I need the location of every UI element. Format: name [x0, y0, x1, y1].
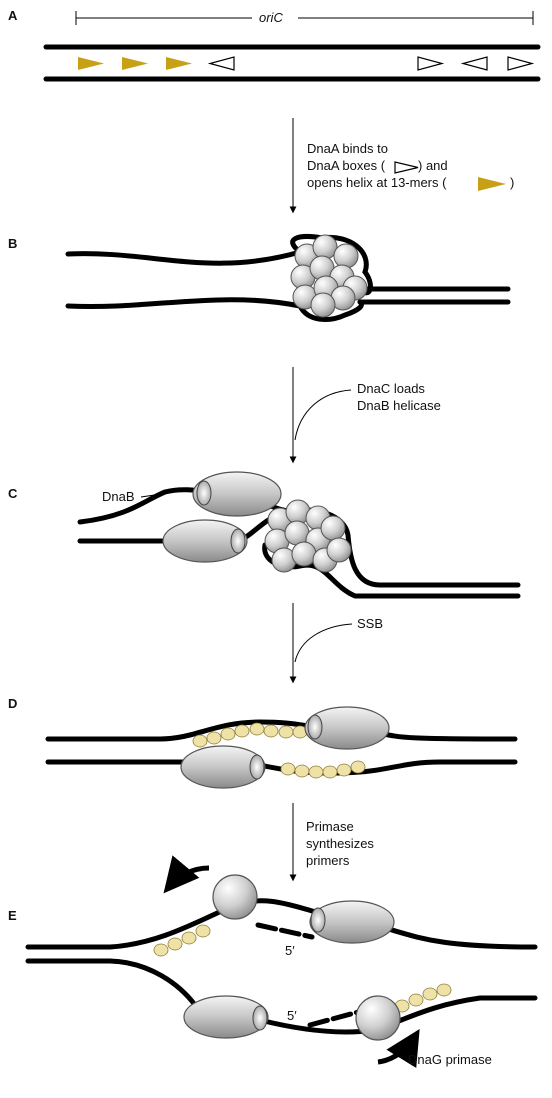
step-ab-line-3: opens helix at 13-mers (: [307, 175, 447, 190]
yellow-bead-icon: [193, 735, 207, 747]
panel-label-d: D: [8, 696, 17, 711]
dnaa-complex: [265, 500, 351, 572]
yellow-bead-icon: [264, 725, 278, 737]
open-triangle-icon: [210, 57, 234, 70]
grey-sphere-icon: [327, 538, 351, 562]
grey-sphere-icon: [313, 235, 337, 259]
dnab-helicase-top: [305, 707, 389, 749]
panel-label-e: E: [8, 908, 17, 923]
yellow-bead-icon: [154, 944, 168, 956]
step-de: Primase synthesizes primers: [293, 803, 374, 880]
yellow-bead-icon: [295, 765, 309, 777]
helicase-channel: [308, 715, 322, 739]
helicase-channel: [253, 1006, 267, 1030]
open-triangle-icon: [395, 162, 418, 173]
gold-triangle-icon: [78, 57, 104, 70]
callout-curve: [295, 624, 352, 662]
yellow-bead-icon: [221, 728, 235, 740]
oric-bracket: oriC: [76, 10, 533, 25]
grey-sphere-icon: [292, 542, 316, 566]
step-cd-line-1: SSB: [357, 616, 383, 631]
open-triangle-icon: [463, 57, 487, 70]
helicase-channel: [250, 755, 264, 779]
open-triangle-icon: [508, 57, 532, 70]
dnab-helicase-top: [310, 901, 394, 943]
dnab-helicase-bottom: [184, 996, 268, 1038]
panel-label-c: C: [8, 486, 18, 501]
panel-c: C DnaB: [8, 472, 518, 596]
yellow-bead-icon: [423, 988, 437, 1000]
grey-sphere-icon: [285, 521, 309, 545]
bottom-parental-strand: [28, 961, 195, 1005]
helicase-channel: [311, 908, 325, 932]
ssb-top: [193, 723, 307, 747]
step-ab: DnaA binds to DnaA boxes ( ) and opens h…: [293, 118, 514, 212]
yellow-bead-icon: [351, 761, 365, 773]
yellow-bead-icon: [281, 763, 295, 775]
panel-label-b: B: [8, 236, 17, 251]
step-ab-line-1: DnaA binds to: [307, 141, 388, 156]
dnab-helicase-top: [193, 472, 281, 516]
step-ab-line-2-tail: ) and: [418, 158, 448, 173]
primer-bottom: [310, 1011, 362, 1025]
dnag-primase-label: DnaG primase: [408, 1052, 492, 1067]
step-cd: SSB: [293, 603, 383, 682]
yellow-bead-icon: [182, 932, 196, 944]
top-parental-strand: [380, 733, 515, 739]
helicase-channel: [197, 481, 211, 505]
yellow-bead-icon: [279, 726, 293, 738]
panel-label-a: A: [8, 8, 18, 23]
grey-sphere-icon: [356, 996, 400, 1040]
movement-arrow-top: [168, 868, 209, 888]
step-de-line-1: Primase: [306, 819, 354, 834]
yellow-bead-icon: [309, 766, 323, 778]
step-de-line-2: synthesizes: [306, 836, 374, 851]
grey-sphere-icon: [311, 293, 335, 317]
gold-triangle-icon: [122, 57, 148, 70]
yellow-bead-icon: [250, 723, 264, 735]
callout-curve: [295, 390, 351, 440]
fork-top-strand: [80, 490, 210, 522]
grey-sphere-icon: [213, 875, 257, 919]
primer-5-prime-top: 5′: [285, 943, 295, 958]
yellow-bead-icon: [437, 984, 451, 996]
top-parental-strand: [385, 928, 535, 947]
step-ab-line-3-tail: ): [510, 175, 514, 190]
step-bc-line-2: DnaB helicase: [357, 398, 441, 413]
bubble-top-strand: [68, 252, 300, 263]
helicase-channel: [231, 529, 245, 553]
oric-label: oriC: [259, 10, 283, 25]
step-de-line-3: primers: [306, 853, 350, 868]
step-bc-line-1: DnaC loads: [357, 381, 425, 396]
yellow-bead-icon: [168, 938, 182, 950]
yellow-bead-icon: [323, 766, 337, 778]
gold-triangle-icon: [166, 57, 192, 70]
panel-a: A oriC: [8, 8, 538, 79]
grey-sphere-icon: [334, 244, 358, 268]
panel-d: D: [8, 696, 515, 788]
primer-top: [258, 925, 312, 937]
gold-triangle-icon: [478, 177, 506, 191]
yellow-bead-icon: [196, 925, 210, 937]
panel-b: B: [8, 235, 508, 319]
yellow-bead-icon: [337, 764, 351, 776]
open-triangle-icon: [418, 57, 442, 70]
yellow-bead-icon: [207, 732, 221, 744]
bubble-bottom-strand: [68, 300, 300, 307]
dnab-helicase-bottom: [163, 520, 247, 562]
yellow-bead-icon: [235, 725, 249, 737]
dnab-callout-label: DnaB: [102, 489, 135, 504]
yellow-bead-icon: [409, 994, 423, 1006]
grey-sphere-icon: [321, 516, 345, 540]
step-bc: DnaC loads DnaB helicase: [293, 367, 441, 462]
dnab-helicase-bottom: [181, 746, 265, 788]
primer-5-prime-bottom: 5′: [287, 1008, 297, 1023]
step-ab-line-2: DnaA boxes (: [307, 158, 386, 173]
panel-e: E 5′ 5′: [8, 868, 535, 1067]
